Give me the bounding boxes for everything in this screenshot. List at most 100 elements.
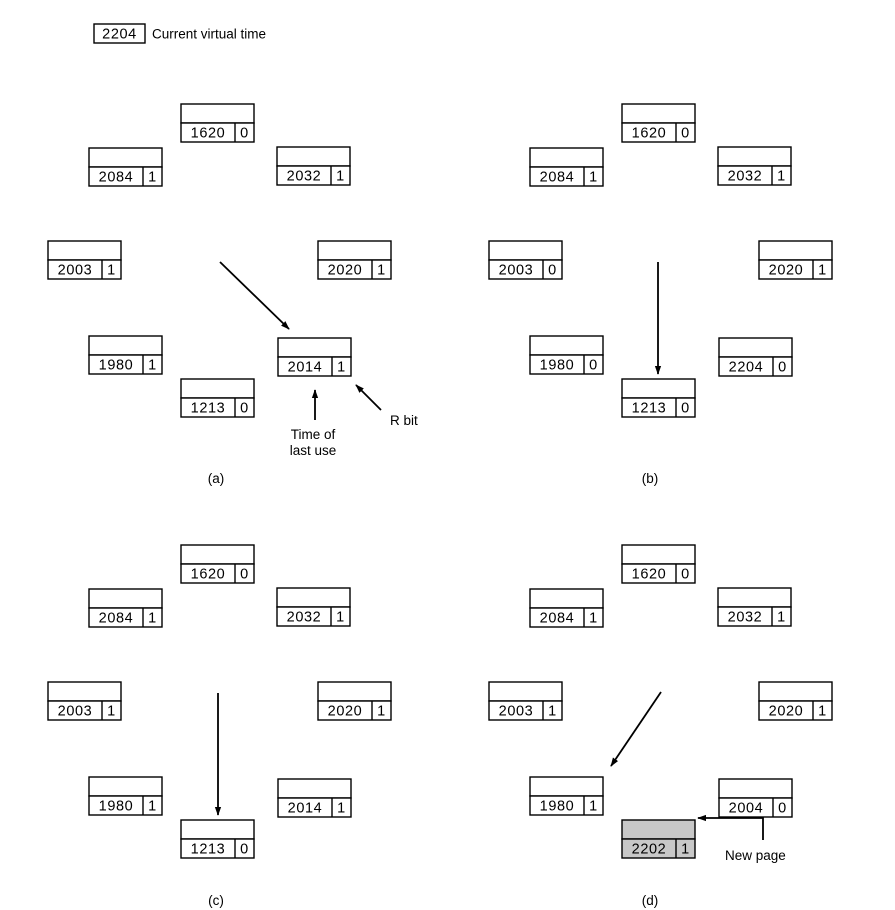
panel-a-annotations: Time of last use R bit xyxy=(290,384,418,458)
page-time: 2084 xyxy=(540,611,575,627)
page-time: 2202 xyxy=(632,842,667,858)
page-time: 2003 xyxy=(499,704,534,720)
page-r-bit: 0 xyxy=(240,567,249,583)
page-frame: 1213 0 xyxy=(180,819,255,859)
current-time-value: 2204 xyxy=(102,27,137,43)
page-time: 2014 xyxy=(288,801,323,817)
page-r-bit: 1 xyxy=(336,610,345,626)
page-time: 2004 xyxy=(729,801,764,817)
page-frame: 2020 1 xyxy=(758,681,833,721)
time-of-last-use-label-1: Time of xyxy=(291,427,336,442)
panel-c: 1620 0 2032 1 2020 1 2014 1 1213 0 1980 1 2003 1 2084 1… xyxy=(47,544,392,908)
page-frame: 1980 1 xyxy=(88,776,163,816)
page-r-bit: 1 xyxy=(777,169,786,185)
panel-caption: (a) xyxy=(208,471,225,486)
page-time: 1980 xyxy=(540,799,575,815)
page-time: 1213 xyxy=(191,842,226,858)
page-time: 2084 xyxy=(99,170,134,186)
page-time: 2032 xyxy=(287,610,322,626)
page-r-bit: 1 xyxy=(777,610,786,626)
page-time: 2003 xyxy=(58,704,93,720)
current-time-label: Current virtual time xyxy=(152,27,266,42)
page-time: 2204 xyxy=(729,360,764,376)
page-time: 2020 xyxy=(769,263,804,279)
page-frame: 1213 0 xyxy=(180,378,255,418)
page-time: 1620 xyxy=(632,567,667,583)
page-r-bit: 1 xyxy=(548,704,557,720)
new-page-label: New page xyxy=(725,848,786,863)
page-r-bit: 1 xyxy=(148,611,157,627)
page-r-bit: 1 xyxy=(681,842,690,858)
page-time: 1213 xyxy=(632,401,667,417)
page-time: 2084 xyxy=(99,611,134,627)
page-time: 1620 xyxy=(191,126,226,142)
panel-caption: (b) xyxy=(642,471,659,486)
page-frame: 1980 1 xyxy=(529,776,604,816)
page-r-bit: 0 xyxy=(778,360,787,376)
page-r-bit: 1 xyxy=(377,704,386,720)
r-bit-label: R bit xyxy=(390,413,418,428)
page-r-bit: 1 xyxy=(818,704,827,720)
page-r-bit: 0 xyxy=(778,801,787,817)
page-frame: 2204 0 xyxy=(718,337,793,377)
page-frame: 2014 1 xyxy=(277,778,352,818)
clock-hand-arrow xyxy=(610,691,662,767)
page-frame: 2032 1 xyxy=(276,146,351,186)
page-time: 2020 xyxy=(328,704,363,720)
page-time: 2084 xyxy=(540,170,575,186)
page-r-bit: 1 xyxy=(377,263,386,279)
new-page-frame: 2202 1 xyxy=(621,819,696,859)
page-frame: 2003 1 xyxy=(488,681,563,721)
page-frame: 2032 1 xyxy=(717,587,792,627)
page-r-bit: 1 xyxy=(148,358,157,374)
page-r-bit: 1 xyxy=(107,263,116,279)
page-time: 1980 xyxy=(99,799,134,815)
page-time: 1620 xyxy=(632,126,667,142)
page-frame: 2032 1 xyxy=(717,146,792,186)
panel-caption: (d) xyxy=(642,893,659,908)
page-frame: 1980 1 xyxy=(88,335,163,375)
page-frame: 2003 0 xyxy=(488,240,563,280)
page-time: 2020 xyxy=(328,263,363,279)
time-of-last-use-label-2: last use xyxy=(290,443,337,458)
page-time: 2020 xyxy=(769,704,804,720)
page-r-bit: 1 xyxy=(337,360,346,376)
page-time: 2032 xyxy=(287,169,322,185)
page-r-bit: 1 xyxy=(336,169,345,185)
panel-d-annotations: New page xyxy=(697,814,786,863)
page-frame: 2004 0 xyxy=(718,778,793,818)
page-r-bit: 1 xyxy=(148,799,157,815)
page-r-bit: 1 xyxy=(337,801,346,817)
page-r-bit: 1 xyxy=(107,704,116,720)
page-time: 2032 xyxy=(728,169,763,185)
current-virtual-time: 2204 Current virtual time xyxy=(93,23,266,44)
page-r-bit: 0 xyxy=(240,842,249,858)
page-r-bit: 0 xyxy=(240,401,249,417)
page-frame: 2020 1 xyxy=(317,681,392,721)
page-r-bit: 0 xyxy=(548,263,557,279)
page-r-bit: 1 xyxy=(589,799,598,815)
new-page-arrow xyxy=(697,814,764,840)
page-r-bit: 1 xyxy=(148,170,157,186)
page-time: 1213 xyxy=(191,401,226,417)
page-frame: 2020 1 xyxy=(317,240,392,280)
page-time: 2032 xyxy=(728,610,763,626)
page-time: 2014 xyxy=(288,360,323,376)
page-time: 1980 xyxy=(99,358,134,374)
page-time: 2003 xyxy=(499,263,534,279)
page-time: 1620 xyxy=(191,567,226,583)
